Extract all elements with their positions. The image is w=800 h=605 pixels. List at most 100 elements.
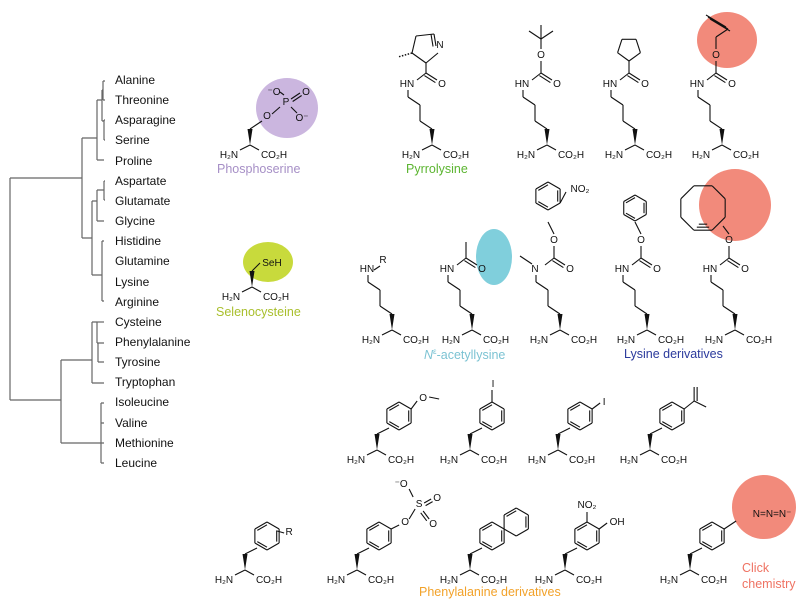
tree-leaf-cysteine: Cysteine [115,314,162,329]
tree-leaf-aspartate: Aspartate [115,173,167,188]
bond [624,144,636,151]
atom-label-hn: HN [615,264,629,275]
bond [254,521,268,530]
bond [559,191,567,204]
atom-label-p: P [283,97,290,108]
atom-label-hn: HN [515,79,529,90]
wedge-bond [719,129,725,145]
bond [425,52,439,64]
atom-label-co2h: CO₂H [388,455,414,466]
atom-label-o: O [419,393,427,404]
bond [469,547,483,555]
wedge-bond [429,129,435,145]
atom-label-co2h: CO₂H [261,150,287,161]
atom-label-co2h: CO₂H [661,455,687,466]
atom-label-hn: HN [360,264,374,275]
phosphate-highlight [256,78,318,138]
double-bond [627,75,639,83]
wedge-bond [374,434,380,450]
wedge-bond [544,129,550,145]
bond [622,281,636,291]
atom-label-co2h: CO₂H [646,150,672,161]
double-bond [430,34,434,47]
atom-label-h2n: H₂N [402,150,420,161]
bond [659,422,673,431]
tree-leaf-glutamine: Glutamine [115,254,170,269]
atom-label-hn: HN [440,264,454,275]
atom-label-o: O [433,493,441,504]
bond [579,422,593,431]
propargyl-highlight [697,12,757,68]
tree-leaf-serine: Serine [115,133,150,148]
wedge-bond [557,314,563,330]
atom-label-o: O [653,264,661,275]
bond [711,521,725,530]
wedge-bond [647,434,653,450]
bond [547,449,559,456]
bond [266,521,280,530]
atom-label-o: O [637,235,645,246]
aromatic-bond [577,541,588,548]
atom-label-h2n: H₂N [327,575,345,586]
aromatic-bond [369,524,380,531]
aromatic-bond [482,541,493,548]
atom-label-o: O [553,79,561,90]
bond [622,120,636,130]
atom-label-co2h: CO₂H [368,575,394,586]
double-bond [292,95,302,102]
bond [479,521,493,530]
wedge-bond [467,554,473,570]
bond [567,422,581,431]
atom-label-o_minus: ⁻O [395,479,408,490]
bond [710,281,724,291]
bond [591,402,601,410]
atom-label-o: O [429,519,437,530]
atom-label-hn: HN [603,79,617,90]
bond [680,185,695,200]
bond [574,542,588,551]
atom-label-h2n: H₂N [347,455,365,466]
tree-leaf-methionine: Methionine [115,435,174,450]
double-bond [714,75,726,83]
aromatic-bond [482,421,493,428]
atom-label-h2n: H₂N [530,335,548,346]
atom-label-co2h: CO₂H [569,455,595,466]
atom-label-co2h: CO₂H [701,575,727,586]
double-bond [552,260,564,268]
wedge-bond [555,434,561,450]
atom-label-co2h: CO₂H [746,335,772,346]
atom-label-o: O [537,50,545,61]
atom-label-co2h: CO₂H [481,455,507,466]
bond [479,422,493,431]
bond [239,144,251,151]
bond [479,401,493,410]
bond [408,508,416,520]
double-bond [464,260,476,268]
double-bond [425,501,433,507]
caption-click: Click [742,561,770,575]
aromatic-bond [662,421,673,428]
bond [722,305,736,315]
bond [544,257,555,266]
wedge-bond [644,314,650,330]
atom-label-h2n: H₂N [517,150,535,161]
atom-label-co2h: CO₂H [483,335,509,346]
aromatic-bond [538,184,549,191]
atom-label-o: O [725,235,733,246]
bond [469,569,480,576]
bond [547,202,561,211]
bond [373,265,381,271]
aromatic-bond [538,201,549,208]
bond [699,521,713,530]
atom-label-oh: OH [610,517,625,528]
bond [416,72,427,81]
bond [564,547,578,555]
bond [680,216,695,231]
bond [598,522,608,530]
bond [722,225,730,235]
bond [574,521,588,530]
bond [234,569,246,576]
bond [721,144,732,151]
bond [719,257,730,266]
atom-label-o: O [712,50,720,61]
